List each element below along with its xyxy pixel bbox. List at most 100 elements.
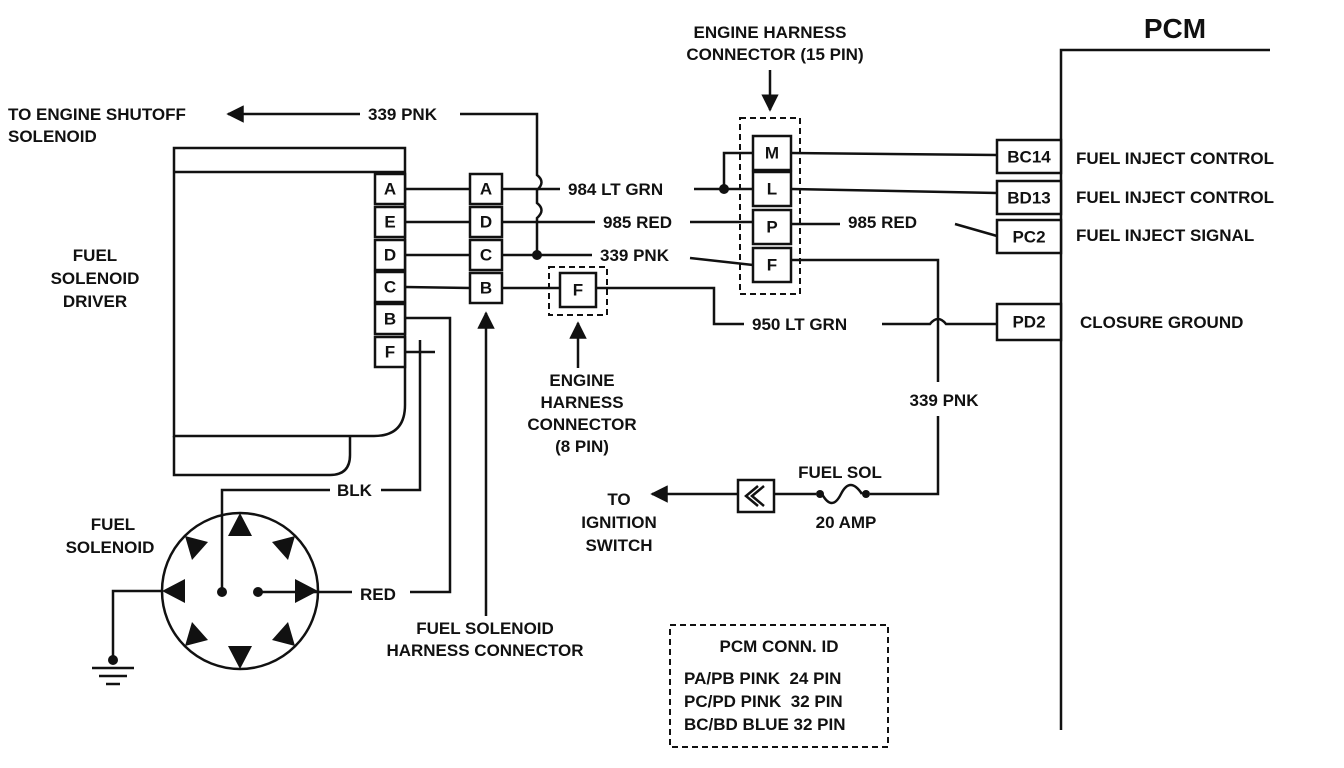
ground-node bbox=[108, 655, 118, 665]
pcm-outline bbox=[1059, 48, 1270, 730]
pcm-func-pc2: FUEL INJECT SIGNAL bbox=[1076, 226, 1254, 245]
harness-pin-c bbox=[468, 238, 504, 272]
wire-339-mid-label: 339 PNK bbox=[600, 246, 670, 265]
wire-985-left-label: 985 RED bbox=[603, 213, 672, 232]
pcm-pin-bd13 bbox=[995, 179, 1063, 216]
pcm-func-pd2: CLOSURE GROUND bbox=[1080, 313, 1243, 332]
driver-pin-e-label: E bbox=[384, 213, 395, 232]
driver-label-1: FUEL bbox=[73, 246, 117, 265]
engine-harness-15-pin-m bbox=[751, 134, 793, 172]
wire-984-to-m bbox=[722, 151, 753, 189]
driver-pin-d bbox=[373, 238, 407, 272]
solenoid-pole-s bbox=[228, 646, 252, 669]
pcm-conn-id-row-1: PA/PB PINK 24 PIN bbox=[684, 669, 841, 688]
pcm-conn-id-row-3: BC/BD BLUE 32 PIN bbox=[684, 715, 846, 734]
driver-pin-c bbox=[373, 270, 407, 304]
ignition-label-3: SWITCH bbox=[585, 536, 652, 555]
pcm-conn-id-legend: PCM CONN. ID PA/PB PINK 24 PIN PC/PD PIN… bbox=[669, 624, 889, 748]
engine-harness-15-pin-p bbox=[751, 208, 793, 246]
pcm-pin-bc14-label: BC14 bbox=[1007, 148, 1051, 167]
fuse-icon bbox=[820, 483, 864, 505]
engine-harness-8-label-3: CONNECTOR bbox=[527, 415, 636, 434]
driver-body bbox=[172, 146, 407, 438]
fuel-solenoid-driver: FUEL SOLENOID DRIVER A E D C B F bbox=[51, 146, 407, 477]
driver-pin-e bbox=[373, 205, 407, 239]
fuel-solenoid: FUEL SOLENOID bbox=[66, 511, 320, 686]
solenoid-pole-ne bbox=[272, 536, 295, 560]
engine-harness-15-pin-l bbox=[751, 170, 793, 208]
wire-blk-a bbox=[381, 340, 422, 492]
wire-l-to-bd13 bbox=[790, 187, 998, 195]
wire-red-label: RED bbox=[360, 585, 396, 604]
pcm-conn-id-row-2: PC/PD PINK 32 PIN bbox=[684, 692, 843, 711]
solenoid-label-2: SOLENOID bbox=[66, 538, 155, 557]
solenoid-poles bbox=[162, 513, 318, 669]
wire-339-mid-b bbox=[689, 256, 754, 267]
wire-984-label: 984 LT GRN bbox=[568, 180, 663, 199]
fuse-rating: 20 AMP bbox=[816, 513, 877, 532]
wire-950-b bbox=[882, 317, 997, 326]
engine-harness-15-outline bbox=[739, 117, 801, 295]
pcm-pin-pd2 bbox=[995, 302, 1063, 342]
ground-icon bbox=[92, 666, 134, 686]
harness-label-1: FUEL SOLENOID bbox=[416, 619, 554, 638]
solenoid-ground-wire bbox=[111, 589, 162, 660]
wire-blk-label: BLK bbox=[337, 481, 373, 500]
pcm-pin-bc14 bbox=[995, 138, 1063, 175]
harness-pin-c-label: C bbox=[480, 246, 492, 265]
driver-pin-a-label: A bbox=[384, 180, 396, 199]
engine-harness-8-pin-f bbox=[558, 271, 598, 309]
solenoid-label-1: FUEL bbox=[91, 515, 135, 534]
pcm-pin-pd2-label: PD2 bbox=[1012, 313, 1045, 332]
solenoid-terminal-2 bbox=[253, 587, 263, 597]
engine-harness-15-pin-m-label: M bbox=[765, 144, 779, 163]
wire-339-right-b bbox=[870, 416, 940, 496]
engine-harness-15-label-2: CONNECTOR (15 PIN) bbox=[686, 45, 863, 64]
harness-label-2: HARNESS CONNECTOR bbox=[386, 641, 583, 660]
engine-harness-8-label-2: HARNESS bbox=[540, 393, 623, 412]
fuse-terminal-right bbox=[862, 490, 870, 498]
wire-red-a bbox=[405, 316, 452, 594]
driver-label-2: SOLENOID bbox=[51, 269, 140, 288]
driver-bottom-tab bbox=[172, 436, 352, 477]
pcm-conn-id-title: PCM CONN. ID bbox=[720, 637, 839, 656]
ignition-label-2: IGNITION bbox=[581, 513, 657, 532]
solenoid-pole-w bbox=[162, 579, 185, 603]
driver-pin-b-label: B bbox=[384, 310, 396, 329]
wire-m-to-bc14 bbox=[790, 151, 998, 157]
pcm-func-bc14: FUEL INJECT CONTROL bbox=[1076, 149, 1274, 168]
pcm-pin-pc2 bbox=[995, 218, 1063, 255]
wire-339-right-a bbox=[791, 258, 940, 382]
fuse-name: FUEL SOL bbox=[798, 463, 882, 482]
solenoid-pole-sw bbox=[185, 622, 208, 646]
engine-harness-8-outline bbox=[548, 266, 608, 316]
solenoid-pole-e bbox=[295, 579, 318, 603]
driver-pin-f-label: F bbox=[385, 343, 395, 362]
engine-harness-connector-15-pin: ENGINE HARNESS CONNECTOR (15 PIN) M L P … bbox=[686, 23, 864, 295]
wire-339-top-label: 339 PNK bbox=[368, 105, 438, 124]
harness-pin-b-label: B bbox=[480, 279, 492, 298]
wire-985-right-label: 985 RED bbox=[848, 213, 917, 232]
pcm-pin-bd13-label: BD13 bbox=[1007, 189, 1050, 208]
engine-harness-15-pin-f-label: F bbox=[767, 256, 777, 275]
shutoff-label-2: SOLENOID bbox=[8, 127, 97, 146]
harness-pin-d-label: D bbox=[480, 213, 492, 232]
fuel-solenoid-harness-connector: A D C B FUEL SOLENOID HARNESS CONNECTOR bbox=[386, 172, 584, 660]
fuse-terminal-left bbox=[816, 490, 824, 498]
driver-label-3: DRIVER bbox=[63, 292, 127, 311]
solenoid-terminal-1 bbox=[217, 587, 227, 597]
inline-connector-icon bbox=[744, 485, 765, 507]
engine-harness-15-label-1: ENGINE HARNESS bbox=[693, 23, 846, 42]
wire-985-right-b bbox=[954, 222, 998, 238]
wire-950-label: 950 LT GRN bbox=[752, 315, 847, 334]
wire-950-a bbox=[596, 286, 744, 326]
engine-harness-8-pin-f-label: F bbox=[573, 281, 583, 300]
wire-c-b bbox=[404, 285, 471, 290]
solenoid-pole-nw bbox=[185, 536, 208, 560]
ignition-label-1: TO bbox=[607, 490, 630, 509]
engine-harness-8-label-4: (8 PIN) bbox=[555, 437, 609, 456]
engine-harness-8-label-1: ENGINE bbox=[549, 371, 614, 390]
engine-harness-15-pin-p-label: P bbox=[766, 218, 777, 237]
harness-pin-b bbox=[468, 271, 504, 305]
